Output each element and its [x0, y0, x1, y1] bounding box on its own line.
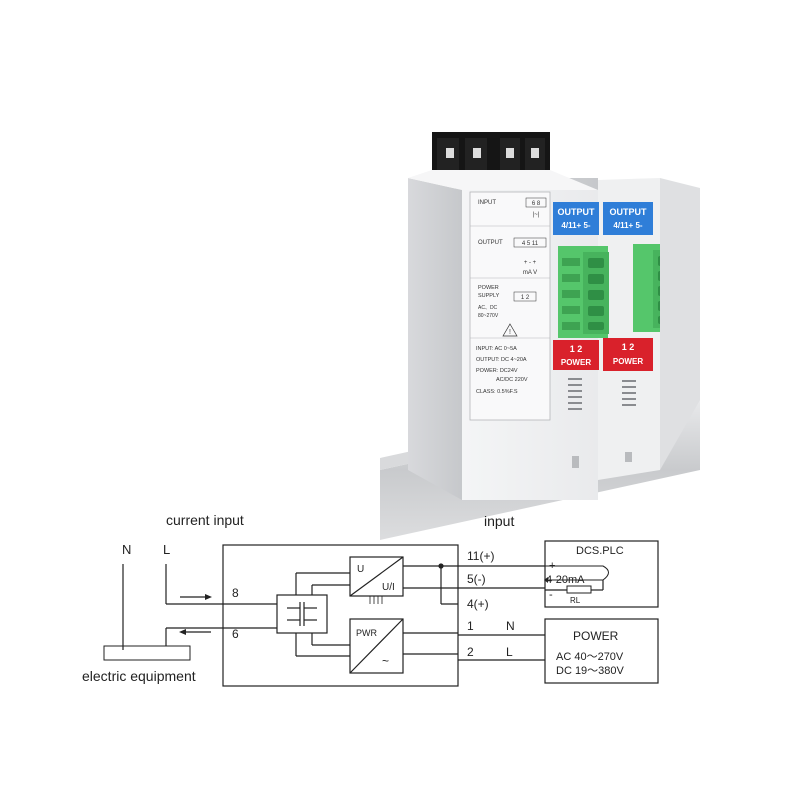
power-supply-unit	[349, 618, 404, 674]
spec-class: CLASS: 0.5%F.S	[476, 389, 518, 395]
power-spec-box	[544, 618, 659, 684]
label-input: INPUT	[478, 200, 496, 206]
power-box-ac: AC 40～270V	[556, 651, 624, 663]
dcs-minus: -	[549, 589, 553, 601]
psu-label: PWR	[356, 628, 377, 638]
label-power-acdc: AC、DC	[478, 305, 498, 311]
title-input: input	[484, 513, 514, 529]
red-power-pins: 1 2	[570, 344, 583, 354]
blue-output-label-text: OUTPUT	[558, 207, 596, 217]
power-box-title: POWER	[573, 629, 619, 643]
u-ui-converter	[349, 556, 404, 597]
terminal-5-minus: 5(-)	[467, 572, 486, 586]
label-power-range: 80~270V	[478, 313, 499, 319]
psu-symbol: ~	[382, 654, 389, 668]
module-outline	[222, 544, 459, 687]
blue-output-label	[553, 202, 599, 235]
terminal-2: 2	[467, 645, 474, 659]
svg-text:!: !	[509, 329, 511, 336]
spec-power-1: POWER: DC24V	[476, 368, 518, 374]
label-supply: SUPPLY	[478, 293, 500, 299]
label-power: POWER	[478, 285, 499, 291]
wiring-diagram: current input input N L electric equipme…	[82, 512, 659, 687]
rear-red-label-text: POWER	[613, 357, 643, 366]
spec-output: OUTPUT: DC 4~20A	[476, 357, 527, 363]
label-N: N	[122, 542, 131, 557]
warning-triangle-icon	[502, 323, 518, 337]
rear-blue-label	[603, 202, 653, 235]
terminal-1: 1	[467, 619, 474, 633]
spec-power-2: AC/DC 220V	[496, 377, 528, 383]
rear-blue-pins: 4/11+ 5-	[613, 221, 642, 230]
dcs-title: DCS.PLC	[576, 545, 624, 557]
dcs-rl: RL	[570, 596, 581, 605]
product-photo: OUTPUT 4/11+ 5- 1 2 POWER	[380, 132, 700, 540]
rear-blue-label-text: OUTPUT	[610, 207, 648, 217]
dcs-current: 4-20mA	[546, 574, 585, 586]
vent-slots	[568, 378, 582, 410]
blue-output-pins: 4/11+ 5-	[561, 221, 590, 230]
label-output: OUTPUT	[478, 240, 503, 246]
terminal-1-n: N	[506, 619, 515, 633]
spec-label-panel	[469, 191, 551, 421]
front-module: INPUT 6 8 |~| OUTPUT 4 5 11 + - + mA V P…	[408, 132, 609, 500]
dcs-plc-box	[544, 540, 659, 608]
terminal-2-l: L	[506, 645, 513, 659]
converter-ui: U/I	[382, 582, 395, 593]
current-transformer	[276, 594, 328, 634]
electric-equipment-box	[103, 645, 191, 661]
label-electric-equipment: electric equipment	[82, 668, 196, 684]
terminal-11-plus: 11(+)	[467, 549, 494, 563]
terminal-6: 6	[232, 627, 239, 641]
spec-input: INPUT: AC 0~5A	[476, 346, 517, 352]
label-input-terminals: 6 8	[532, 201, 541, 207]
rear-red-label	[603, 338, 653, 371]
terminal-4-plus: 4(+)	[467, 597, 489, 611]
red-power-label	[553, 340, 599, 370]
label-power-terminals: 1 2	[521, 295, 530, 301]
title-current-input: current input	[166, 512, 244, 528]
label-L: L	[163, 542, 170, 557]
converter-u: U	[357, 564, 364, 575]
red-power-label-text: POWER	[561, 358, 591, 367]
green-pluggable-terminal	[558, 246, 609, 338]
terminal-8: 8	[232, 586, 239, 600]
label-input-symbol: |~|	[533, 212, 540, 218]
label-output-terminals: 4 5 11	[522, 241, 539, 247]
label-output-signs: + - +	[524, 260, 537, 266]
power-box-dc: DC 19～380V	[556, 665, 625, 677]
resistor-rl	[566, 585, 592, 594]
rear-red-pins: 1 2	[622, 342, 635, 352]
label-output-units: mA V	[523, 270, 537, 276]
din-clip	[572, 456, 579, 468]
